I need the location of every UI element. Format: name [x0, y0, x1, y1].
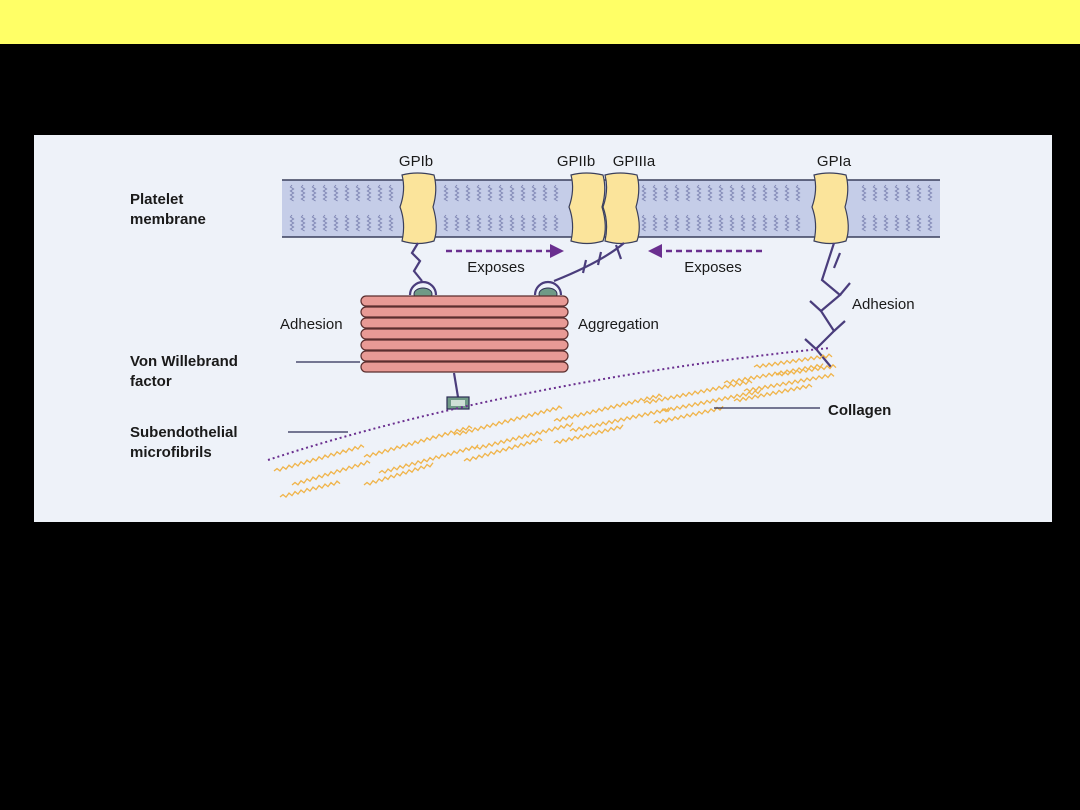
gpia-receptor [811, 172, 849, 245]
adhesion-right-label: Adhesion [852, 296, 915, 313]
gpia-collagen-binding [804, 242, 851, 368]
gpib-receptor [399, 172, 437, 245]
lipid-tails [289, 184, 933, 232]
collagen-fibers [273, 353, 837, 499]
subendothelial-surface [267, 347, 831, 461]
gpiiia-label: GPIIIa [613, 153, 656, 170]
von-willebrand-factor-label: Von Willebrand factor [130, 353, 242, 390]
gpiib-receptor [568, 172, 606, 245]
exposes-arrow-right [648, 244, 762, 258]
exposes-left-label: Exposes [467, 259, 525, 276]
adhesion-left-label: Adhesion [280, 316, 343, 333]
exposes-right-label: Exposes [684, 259, 742, 276]
gpib-label: GPIb [399, 153, 433, 170]
gpib-vwf-binding [408, 242, 438, 301]
gpia-label: GPIa [817, 153, 852, 170]
von-willebrand-factor-multimer [360, 295, 569, 373]
aggregation-label: Aggregation [578, 316, 659, 333]
vwf-subendothelial-anchor [446, 372, 470, 410]
subendothelial-microfibrils-label: Subendothelial microfibrils [130, 424, 242, 461]
gpiiia-receptor [602, 172, 640, 245]
gpiib-label: GPIIb [557, 153, 595, 170]
platelet-membrane-label: Platelet membrane [130, 191, 206, 228]
figure-panel: GPIb GPIIb GPIIIa GPIa Platelet membrane… [34, 135, 1052, 522]
platelet-adhesion-diagram: GPIb GPIIb GPIIIa GPIa Platelet membrane… [130, 153, 940, 499]
title-bar [0, 0, 1080, 44]
collagen-label: Collagen [828, 402, 891, 419]
exposes-arrow-left [446, 244, 564, 258]
